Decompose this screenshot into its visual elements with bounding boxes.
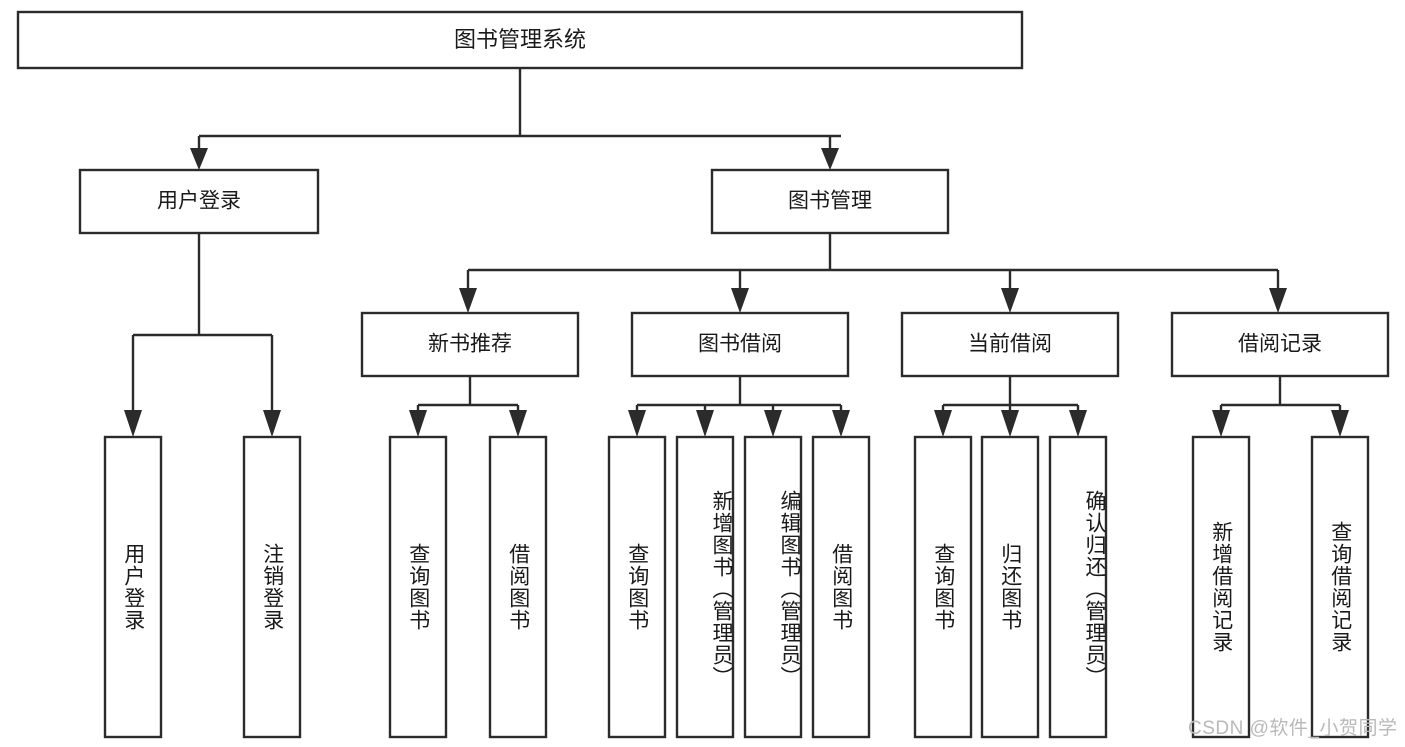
arrow-head-leaf-user-login [124, 410, 142, 437]
connector-group-borrow-record [1212, 376, 1349, 437]
arrow-head-current-borrow [1001, 288, 1019, 313]
connector-group-root [190, 68, 841, 170]
node-current-borrow-box[interactable] [900, 311, 1120, 378]
leaf-confirm-return-box[interactable] [1048, 435, 1108, 739]
node-book-manage[interactable]: 图书管理 [710, 168, 950, 235]
arrow-head-leaf-query-borrow-record [1331, 410, 1349, 437]
arrow-head-leaf-logout-login [263, 410, 281, 437]
arrow-head-leaf-add-borrow-record [1212, 410, 1230, 437]
arrow-head-leaf-query-book-2 [628, 410, 646, 437]
leaf-query-book-2-box[interactable] [607, 435, 667, 739]
leaf-edit-book-box[interactable] [743, 435, 803, 739]
connector-group-book-borrow [628, 376, 850, 437]
node-user-login-label: 用户登录 [157, 190, 241, 213]
connector-group-book-manage [459, 233, 1287, 313]
csdn-watermark: CSDN @软件_小贺同学 [1188, 718, 1398, 739]
arrow-head-leaf-return-book [1001, 410, 1019, 437]
node-root-box[interactable] [16, 10, 1024, 70]
node-current-borrow[interactable]: 当前借阅 [900, 311, 1120, 378]
node-user-login-box[interactable] [78, 168, 320, 235]
leaf-return-book-box[interactable] [980, 435, 1040, 739]
node-book-manage-label: 图书管理 [788, 190, 872, 213]
arrow-head-leaf-confirm-return [1069, 410, 1087, 437]
leaf-add-book-box[interactable] [675, 435, 735, 739]
node-borrow-record[interactable]: 借阅记录 [1170, 311, 1390, 378]
arrow-head-user-login [190, 148, 208, 170]
node-book-borrow-box[interactable] [630, 311, 850, 378]
node-user-login[interactable]: 用户登录 [78, 168, 320, 235]
leaf-query-book-3-box[interactable] [913, 435, 973, 739]
leaf-add-borrow-record-box[interactable] [1191, 435, 1251, 739]
node-borrow-record-box[interactable] [1170, 311, 1390, 378]
connector-group-current-borrow [934, 376, 1087, 437]
arrow-head-leaf-add-book [696, 410, 714, 437]
arrow-head-new-book-recommend [459, 288, 477, 313]
node-new-book-recommend-label: 新书推荐 [428, 333, 512, 356]
arrow-head-book-manage [821, 148, 839, 170]
arrow-head-leaf-borrow-book-1 [509, 410, 527, 437]
node-book-borrow[interactable]: 图书借阅 [630, 311, 850, 378]
node-root[interactable]: 图书管理系统 [16, 10, 1024, 70]
arrow-head-borrow-record [1269, 288, 1287, 313]
node-new-book-recommend[interactable]: 新书推荐 [360, 311, 580, 378]
leaf-boxes-group [103, 435, 1370, 739]
arrow-head-leaf-borrow-book-2 [832, 410, 850, 437]
arrow-head-leaf-query-book-1 [409, 410, 427, 437]
node-new-book-recommend-box[interactable] [360, 311, 580, 378]
node-current-borrow-label: 当前借阅 [968, 333, 1052, 356]
node-book-manage-box[interactable] [710, 168, 950, 235]
node-book-borrow-label: 图书借阅 [698, 333, 782, 356]
node-borrow-record-label: 借阅记录 [1238, 333, 1322, 356]
leaf-borrow-book-2-box[interactable] [811, 435, 871, 739]
connector-group-new-book-recommend [409, 376, 527, 437]
arrow-head-leaf-edit-book [764, 410, 782, 437]
leaf-query-borrow-record-box[interactable] [1310, 435, 1370, 739]
node-root-label: 图书管理系统 [454, 27, 586, 52]
connector-group-user-login [124, 233, 281, 437]
leaf-user-login-box[interactable] [103, 435, 163, 739]
arrow-head-book-borrow [731, 288, 749, 313]
leaf-logout-login-box[interactable] [242, 435, 302, 739]
leaf-query-book-1-box[interactable] [388, 435, 448, 739]
leaf-borrow-book-1-box[interactable] [488, 435, 548, 739]
arrow-head-leaf-query-book-3 [934, 410, 952, 437]
